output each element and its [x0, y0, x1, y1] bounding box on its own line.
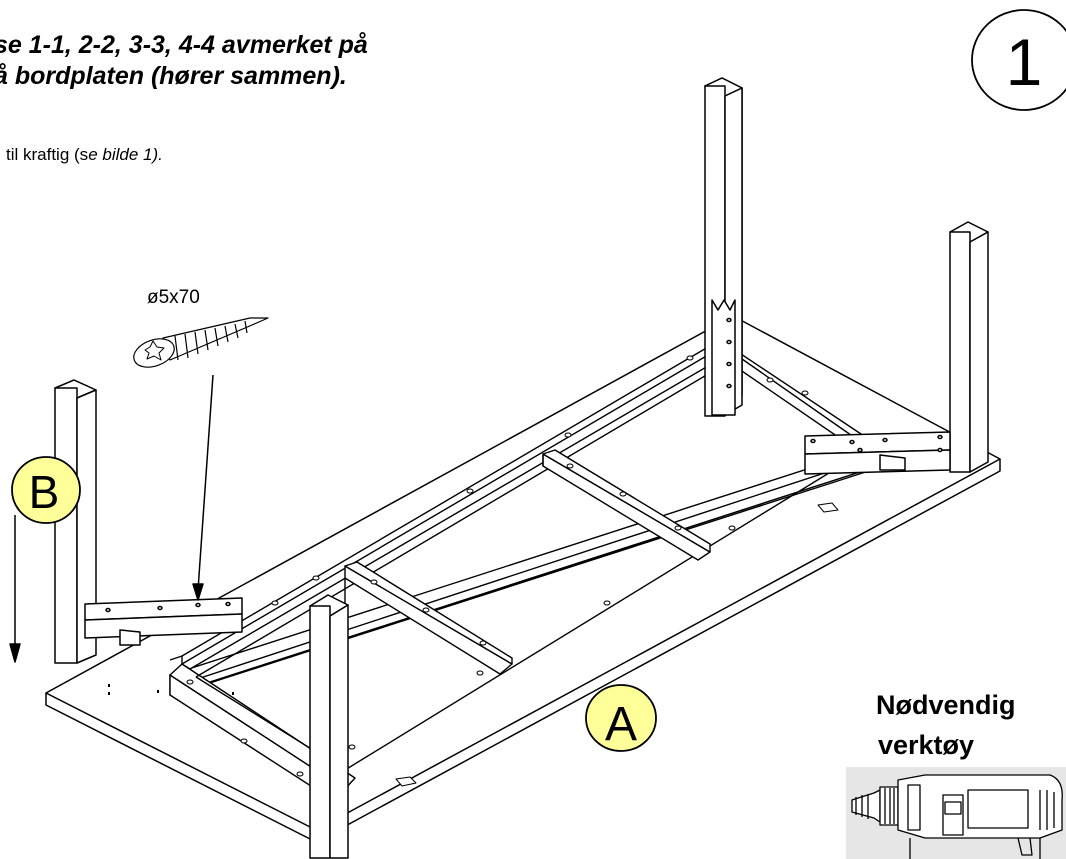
instruction-heading: se 1-1, 2-2, 3-3, 4-4 avmerket på å bord…	[0, 30, 514, 92]
table-leg-back	[704, 77, 743, 417]
table-leg-front	[309, 594, 349, 859]
required-tools-line-1: Nødvendig	[876, 690, 1016, 720]
screw-size-label: ø5x70	[147, 287, 200, 308]
required-tools-label: Nødvendig verktøy	[876, 685, 1016, 765]
callout-a-label: A	[605, 698, 637, 751]
screw-icon	[133, 317, 269, 368]
callout-b: B	[11, 456, 81, 524]
panel-slots	[395, 502, 839, 787]
callout-a: A	[585, 684, 657, 752]
direction-arrowhead	[9, 643, 21, 663]
instruction-note-text: til kraftig (s	[6, 145, 89, 164]
screw-leader-arrowhead	[192, 583, 204, 601]
required-tools-line-2: verktøy	[878, 730, 975, 760]
corner-bracket-right	[804, 431, 951, 475]
panel-marks	[108, 684, 234, 695]
instruction-line-1: se 1-1, 2-2, 3-3, 4-4 avmerket på	[0, 31, 368, 59]
drill-icon	[846, 767, 1066, 859]
step-number-badge: 1	[971, 9, 1066, 111]
table-leg-b	[54, 379, 97, 664]
callout-b-label: B	[29, 466, 60, 518]
instruction-note-reference: e bilde 1).	[88, 145, 163, 164]
step-number-text: 1	[1006, 25, 1043, 99]
table-leg-right	[949, 221, 989, 473]
screw-leader-line	[197, 374, 214, 591]
corner-bracket-b	[84, 597, 243, 646]
instruction-note: til kraftig (se bilde 1).	[6, 145, 163, 165]
instruction-line-2: å bordplaten (hører sammen).	[0, 62, 347, 90]
